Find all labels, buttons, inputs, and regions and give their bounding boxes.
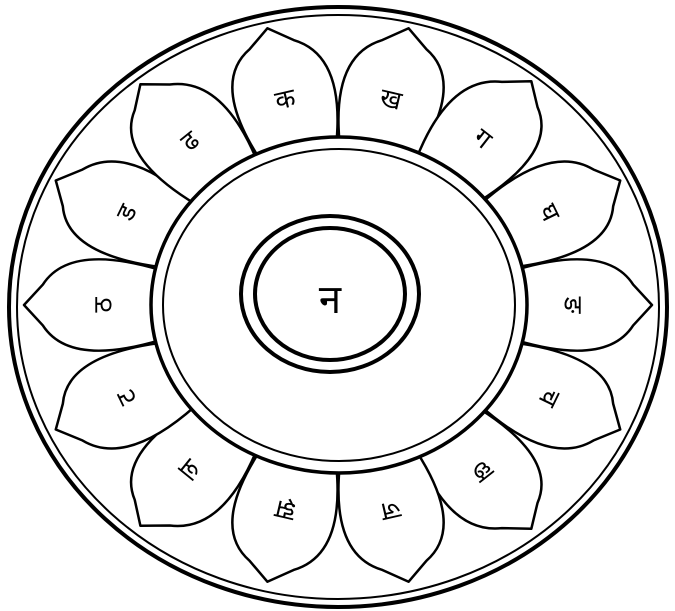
petal-syllable: ठ xyxy=(89,297,119,313)
petal-syllable: ङ xyxy=(558,296,588,315)
center-syllable: न xyxy=(319,277,342,323)
